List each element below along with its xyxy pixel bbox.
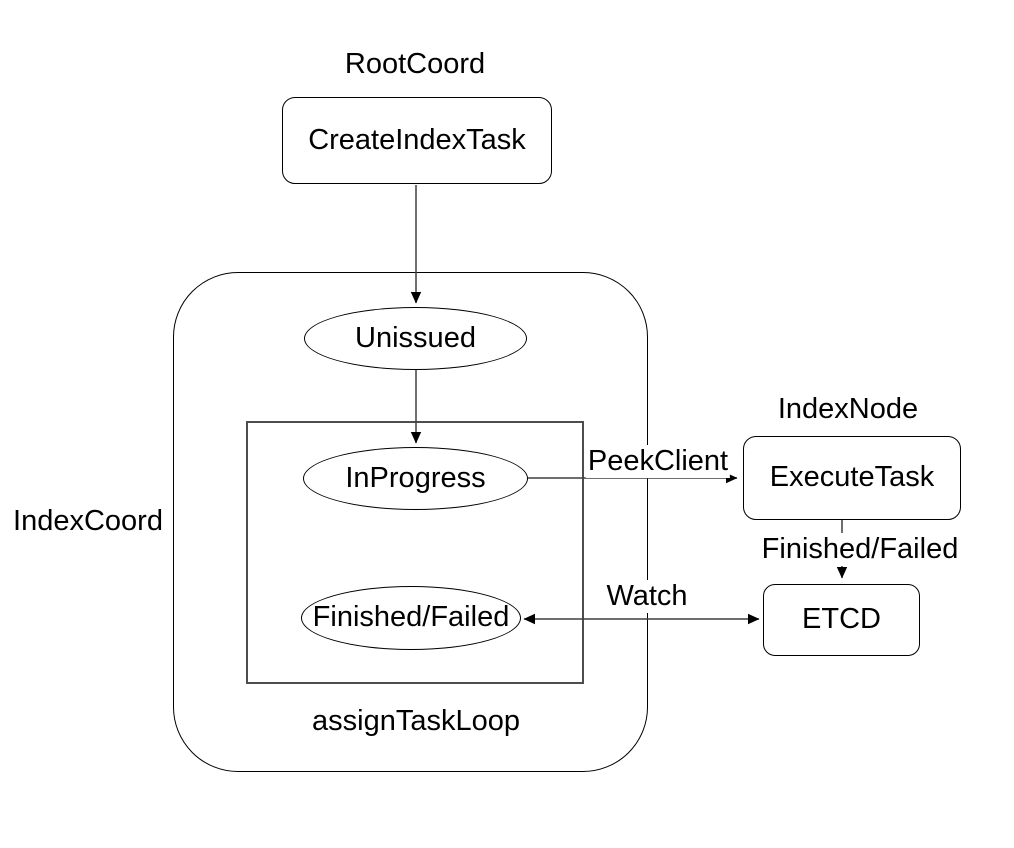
finished-failed-edge-label: Finished/Failed xyxy=(759,533,961,567)
create-index-task-label: CreateIndexTask xyxy=(308,123,526,156)
execute-task-label: ExecuteTask xyxy=(769,461,935,494)
finished-failed-state-node: Finished/Failed xyxy=(301,586,521,650)
peekclient-edge-label: PeekClient xyxy=(585,445,731,479)
assign-task-loop-rect xyxy=(246,421,584,684)
watch-edge-label: Watch xyxy=(604,580,690,614)
indexcoord-container xyxy=(173,272,648,772)
inprogress-label: InProgress xyxy=(345,461,486,494)
rootcoord-label: RootCoord xyxy=(342,48,488,82)
etcd-label: ETCD xyxy=(802,603,881,636)
finished-failed-label: Finished/Failed xyxy=(312,601,510,634)
indexnode-label: IndexNode xyxy=(775,393,921,427)
assign-task-loop-label: assignTaskLoop xyxy=(312,705,520,737)
etcd-node: ETCD xyxy=(763,584,920,656)
create-index-task-node: CreateIndexTask xyxy=(282,97,552,184)
indexcoord-label: IndexCoord xyxy=(13,505,163,537)
unissued-state-node: Unissued xyxy=(304,307,527,370)
unissued-label: Unissued xyxy=(355,321,476,354)
inprogress-state-node: InProgress xyxy=(303,447,528,510)
execute-task-node: ExecuteTask xyxy=(743,436,961,520)
